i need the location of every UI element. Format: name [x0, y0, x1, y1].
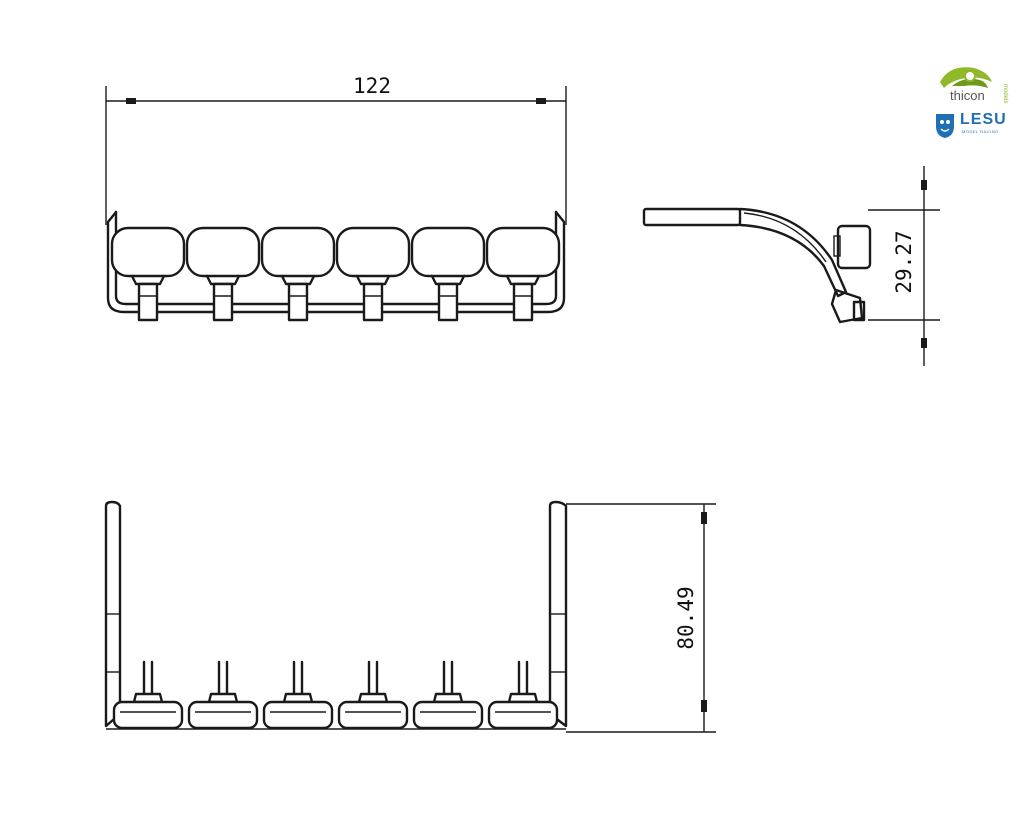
- front-lamp: [335, 226, 411, 322]
- front-lamp: [185, 226, 261, 322]
- top-frame: [104, 500, 568, 730]
- thicon-logo-icon: [940, 67, 992, 88]
- width-label: 122: [353, 74, 391, 98]
- top-lamps: [112, 660, 559, 730]
- side-view: 29.27: [642, 166, 940, 366]
- top-view: 80.49: [104, 500, 716, 733]
- top-lamp: [487, 660, 559, 730]
- side-height-dimension: 29.27: [868, 166, 940, 366]
- lesu-logo-icon: [936, 114, 954, 138]
- side-bracket: [642, 207, 872, 324]
- front-frame: [106, 210, 566, 314]
- top-lamp: [112, 660, 184, 730]
- front-lamp: [260, 226, 336, 322]
- front-lamps: [110, 226, 561, 322]
- top-depth-dimension: 80.49: [566, 503, 716, 733]
- lesu-sub: MODEL RACING: [962, 129, 999, 134]
- top-depth-label: 80.49: [674, 586, 698, 649]
- top-lamp: [337, 660, 409, 730]
- front-view: 122: [105, 74, 567, 322]
- thicon-sub: models: [1002, 84, 1008, 104]
- width-dimension: 122: [105, 74, 567, 225]
- thicon-name: thicon: [950, 88, 985, 103]
- side-height-label: 29.27: [892, 230, 916, 293]
- front-lamp: [410, 226, 486, 322]
- top-lamp: [412, 660, 484, 730]
- top-lamp: [187, 660, 259, 730]
- front-lamp: [110, 226, 186, 322]
- lesu-name: LESU: [960, 111, 1007, 128]
- front-lamp: [485, 226, 561, 322]
- top-lamp: [262, 660, 334, 730]
